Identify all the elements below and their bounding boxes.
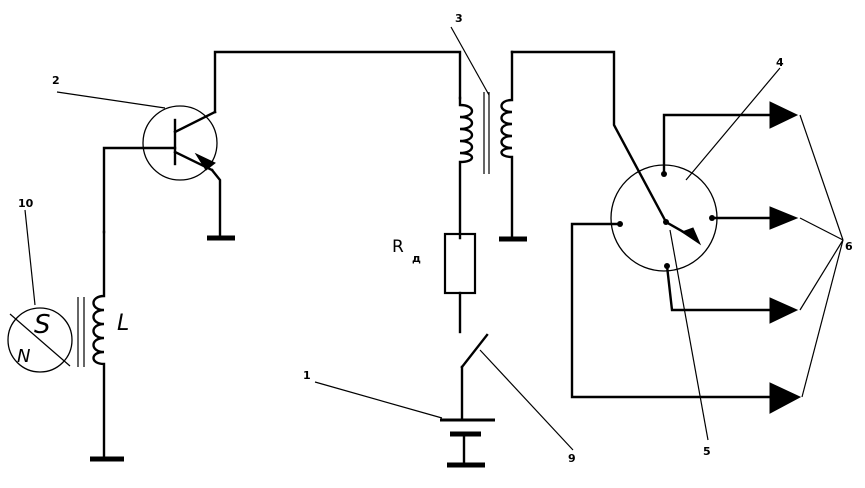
spark-plug-3	[769, 297, 799, 324]
pickup-core	[77, 297, 85, 367]
spark-plug-leads	[570, 101, 802, 414]
leader-lines	[24, 26, 844, 451]
magnet-sensor: S N	[7, 307, 73, 373]
callout-1: 1	[303, 369, 311, 382]
callout-4: 4	[776, 56, 784, 69]
coil-label: L	[117, 311, 129, 336]
ignition-coil-core	[483, 92, 490, 174]
base-wire	[102, 146, 177, 234]
spark-plug-4	[769, 382, 802, 414]
resistor: R д	[392, 232, 477, 334]
ignition-coil-primary	[458, 96, 474, 240]
collector-wire	[213, 50, 462, 114]
spark-plug-2	[769, 206, 799, 230]
ignition-coil-secondary	[500, 50, 514, 240]
callout-10: 10	[18, 197, 34, 210]
transistor	[142, 105, 218, 181]
hv-lead	[510, 50, 668, 224]
resistor-sub-label: д	[412, 252, 421, 265]
pickup-coil: L	[92, 230, 129, 460]
spark-plug-1	[769, 101, 799, 129]
magnet-s-label: S	[34, 310, 51, 340]
ignition-switch	[460, 333, 489, 422]
emitter-wire	[210, 168, 222, 238]
resistor-label: R	[392, 237, 404, 257]
battery	[440, 418, 495, 466]
callout-6: 6	[845, 240, 853, 253]
magnet-n-label: N	[17, 346, 30, 367]
callout-9: 9	[568, 452, 576, 465]
callout-3: 3	[455, 12, 463, 25]
callout-5: 5	[703, 445, 711, 458]
callout-numbers: 2 3 4 5 6 1 9 10	[18, 12, 853, 465]
callout-2: 2	[52, 74, 60, 87]
